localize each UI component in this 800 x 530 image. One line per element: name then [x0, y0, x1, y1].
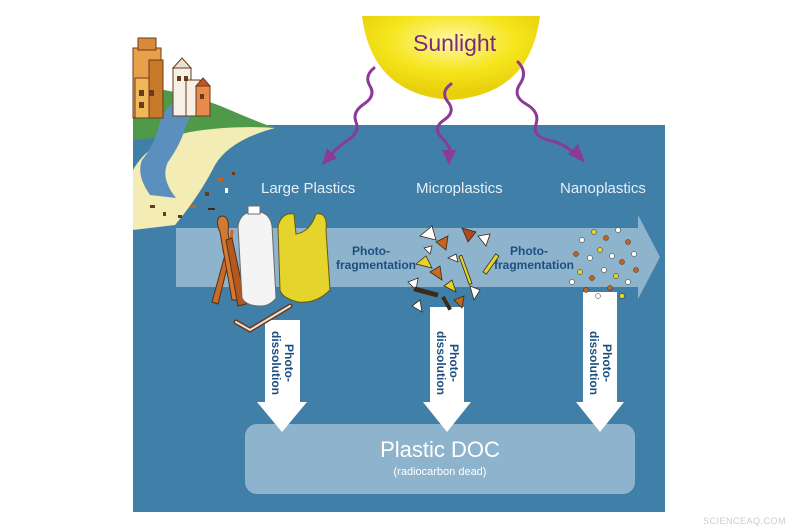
- beach-litter: [150, 172, 235, 218]
- dissolution-line-1: Photo-: [600, 344, 614, 382]
- bottle: [237, 205, 277, 307]
- sun-ray-2: [436, 82, 453, 158]
- watermark: SCIENCEAQ.COM: [702, 516, 786, 526]
- large-plastics-label: Large Plastics: [261, 180, 356, 197]
- sunlight-label: Sunlight: [413, 30, 497, 56]
- fragmentation-line-2: fragmentation: [336, 258, 417, 272]
- straw: [233, 303, 293, 333]
- microplastic-pieces: [407, 225, 500, 313]
- dissolution-arrow-2: [423, 307, 471, 432]
- sun-ray-1: [328, 66, 376, 158]
- dissolution-arrow-1: [257, 320, 307, 432]
- dissolution-line-2: dissolution: [434, 331, 448, 395]
- nanoplastic-dots: [569, 227, 639, 299]
- dissolution-line-1: Photo-: [282, 344, 296, 382]
- fragmentation-label-2: Photo- fragmentation: [494, 244, 575, 272]
- dissolution-arrows: [257, 292, 624, 432]
- buildings: [132, 37, 212, 119]
- dissolution-line-2: dissolution: [587, 331, 601, 395]
- dissolution-line-1: Photo-: [447, 344, 461, 382]
- dissolution-line-2: dissolution: [269, 331, 283, 395]
- sunlight-rays: [328, 60, 576, 158]
- plastic-doc-subtitle: (radiocarbon dead): [393, 466, 487, 478]
- fragmentation-line-2: fragmentation: [494, 258, 575, 272]
- plastic-bag: [277, 213, 331, 303]
- dissolution-label-1: Photo- dissolution: [269, 328, 296, 398]
- dissolution-label-2: Photo- dissolution: [434, 328, 461, 398]
- plastic-doc-title: Plastic DOC: [380, 437, 500, 462]
- nanoplastics-label: Nanoplastics: [560, 180, 646, 197]
- microplastics-label: Microplastics: [416, 180, 503, 197]
- river: [140, 100, 200, 198]
- doc-pool: [245, 424, 635, 494]
- sun-ray-3: [515, 60, 576, 156]
- fragmentation-label-1: Photo- fragmentation: [336, 244, 417, 272]
- sunlight-ray-heads: [322, 144, 585, 165]
- dissolution-label-3: Photo- dissolution: [587, 328, 614, 398]
- sun: [362, 16, 540, 100]
- dissolution-arrow-3: [576, 292, 624, 432]
- fragmentation-line-1: Photo-: [352, 244, 390, 258]
- fragmentation-line-1: Photo-: [510, 244, 548, 258]
